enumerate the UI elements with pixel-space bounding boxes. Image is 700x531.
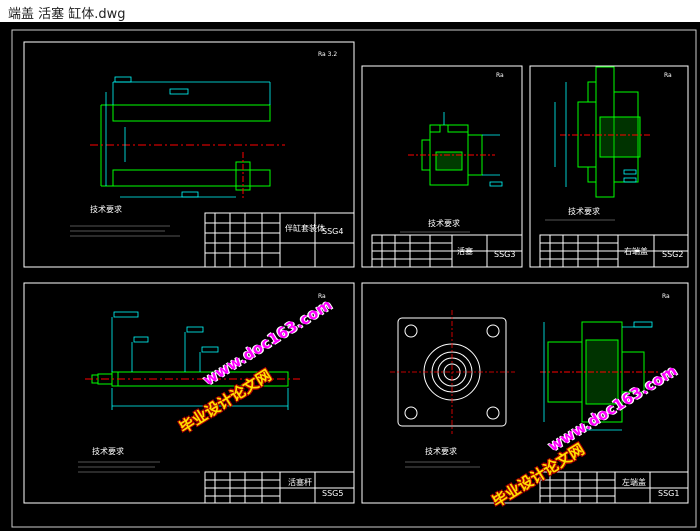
cad-drawing: Ra 3.2 技术要求 伴缸套装体 SSG4 bbox=[11, 29, 697, 528]
window-titlebar: 端盖 活塞 缸体.dwg bbox=[0, 0, 700, 22]
drawing-no-rod: SSG5 bbox=[322, 489, 343, 498]
part-name-rod: 活塞杆 bbox=[288, 477, 312, 487]
window-title: 端盖 活塞 缸体.dwg bbox=[8, 7, 126, 22]
svg-text:Ra: Ra bbox=[662, 293, 670, 300]
part-name-end-cap: 右端盖 bbox=[624, 246, 648, 256]
part-name-piston: 活塞 bbox=[457, 246, 473, 256]
drawing-no-piston: SSG3 bbox=[494, 250, 515, 259]
tech-title-cover: 技术要求 bbox=[425, 446, 457, 456]
drawing-canvas[interactable]: Ra 3.2 技术要求 伴缸套装体 SSG4 bbox=[0, 22, 700, 531]
tech-title-cylinder: 技术要求 bbox=[90, 204, 122, 214]
tech-title-rod: 技术要求 bbox=[92, 446, 124, 456]
part-name-cylinder: 伴缸套装体 bbox=[285, 223, 325, 233]
drawing-no-cover: SSG1 bbox=[658, 489, 679, 498]
drawing-no-end-cap: SSG2 bbox=[662, 250, 683, 259]
svg-text:Ra: Ra bbox=[664, 72, 672, 79]
tech-title-piston: 技术要求 bbox=[428, 218, 460, 228]
svg-text:Ra 3.2: Ra 3.2 bbox=[318, 51, 337, 58]
part-name-cover: 左端盖 bbox=[622, 477, 646, 487]
outer-frame bbox=[11, 29, 697, 528]
sheet-rod: Ra 技术要求 活塞杆 SSG5 bbox=[23, 282, 355, 504]
tech-title-end-cap: 技术要求 bbox=[568, 206, 600, 216]
drawing-no-cylinder: SSG4 bbox=[322, 227, 343, 236]
svg-text:Ra: Ra bbox=[496, 72, 504, 79]
svg-text:Ra: Ra bbox=[318, 293, 326, 300]
sheet-piston: Ra 技术要求 活塞 SSG3 bbox=[361, 65, 523, 268]
sheet-cover: Ra 技术要求 左端盖 SSG1 bbox=[361, 282, 689, 504]
sheet-cylinder: Ra 3.2 技术要求 伴缸套装体 SSG4 bbox=[23, 41, 355, 268]
sheet-end-cap: Ra 技术要求 右端盖 SSG2 bbox=[529, 65, 689, 268]
